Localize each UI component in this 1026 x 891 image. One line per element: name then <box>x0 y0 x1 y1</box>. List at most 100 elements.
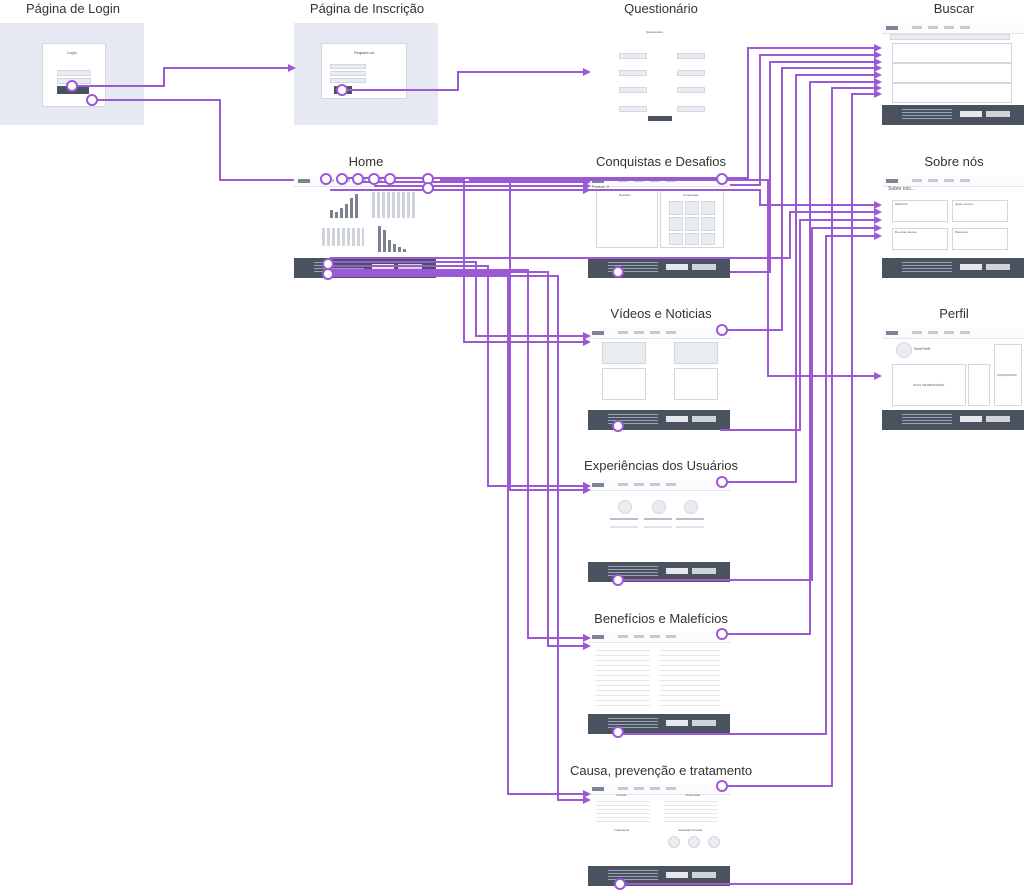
navbar <box>588 632 730 643</box>
screen-benefits[interactable] <box>588 632 730 734</box>
link-home-benefits <box>330 269 585 639</box>
title-causes: Causa, prevenção e tratamento <box>569 763 753 778</box>
title-profile: Perfil <box>939 306 969 321</box>
link-origin-dot <box>614 878 626 890</box>
about-box: De onde viemos <box>892 228 948 250</box>
questionnaire-submit-button[interactable] <box>648 116 672 121</box>
link-origin-dot <box>336 173 348 185</box>
home-chart-1 <box>326 194 362 218</box>
link-origin-dot <box>612 420 624 432</box>
profile-name: SeuPerfil <box>914 346 931 351</box>
screen-about[interactable]: Sobre nós... Objetivos Quem somos De ond… <box>882 176 1024 278</box>
question-select[interactable] <box>677 53 705 59</box>
prevention-heading: Prevenção <box>686 793 701 797</box>
link-origin-dot <box>422 182 434 194</box>
login-heading: Login <box>67 50 77 55</box>
conquests-heading: Conquistas <box>683 193 699 197</box>
title-benefits: Benefícios e Malefícios <box>594 611 728 626</box>
signup-field[interactable] <box>330 78 366 83</box>
search-result[interactable] <box>892 63 1012 83</box>
harms-list <box>596 646 650 708</box>
title-achievements: Conquistas e Desafios <box>595 154 727 169</box>
news-card[interactable] <box>602 368 646 400</box>
signup-field[interactable] <box>330 71 366 76</box>
navbar <box>588 784 730 795</box>
title-experiences: Experiências dos Usuários <box>584 458 738 473</box>
questionnaire-heading: Questionário <box>646 30 664 34</box>
question-select[interactable] <box>619 106 647 112</box>
profile-conquests-box: CONQUISTAS <box>994 344 1022 406</box>
about-box: Parceiros <box>952 228 1008 250</box>
link-origin-dot <box>336 84 348 96</box>
screen-search[interactable] <box>882 23 1024 125</box>
title-signup: Página de Inscrição <box>309 1 425 16</box>
link-home-search <box>428 47 876 179</box>
question-select[interactable] <box>677 70 705 76</box>
video-thumbnail[interactable] <box>674 342 718 364</box>
video-thumbnail[interactable] <box>602 342 646 364</box>
link-home-experiences <box>330 265 585 487</box>
news-card[interactable] <box>674 368 718 400</box>
link-origin-dot <box>66 80 78 92</box>
screen-videos[interactable] <box>588 328 730 430</box>
search-result[interactable] <box>892 83 1012 103</box>
signup-field[interactable] <box>330 64 366 69</box>
points-heading: Pontos: X <box>592 184 610 189</box>
link-home-profile <box>342 177 876 377</box>
link-origin-dot <box>716 173 728 185</box>
search-input[interactable] <box>890 34 1010 40</box>
about-box: Objetivos <box>892 200 948 222</box>
question-select[interactable] <box>619 70 647 76</box>
title-login: Página de Login <box>26 1 120 16</box>
user-avatar <box>618 500 632 514</box>
link-origin-dot <box>716 476 728 488</box>
title-about: Sobre nós <box>924 154 984 169</box>
question-select[interactable] <box>677 87 705 93</box>
link-home-causes <box>330 273 585 795</box>
challenges-panel: Desafios <box>596 190 658 248</box>
search-result[interactable] <box>892 43 1012 63</box>
question-select[interactable] <box>619 87 647 93</box>
benefits-list <box>660 646 720 708</box>
screen-signup[interactable]: Registre-se <box>294 23 438 125</box>
title-questionnaire: Questionário <box>624 1 698 16</box>
login-user-field[interactable] <box>57 70 91 76</box>
home-calendar-2 <box>322 228 364 246</box>
user-avatar <box>684 500 698 514</box>
navbar <box>882 23 1024 34</box>
link-origin-dot <box>716 324 728 336</box>
about-box: Quem somos <box>952 200 1008 222</box>
screen-questionnaire[interactable]: Questionário <box>591 23 731 125</box>
question-select[interactable] <box>677 106 705 112</box>
home-chart-2 <box>374 224 414 252</box>
home-calendar <box>372 192 416 218</box>
arrowhead <box>288 64 296 72</box>
link-home-about <box>330 189 876 206</box>
screen-experiences[interactable] <box>588 480 730 582</box>
navbar <box>588 328 730 339</box>
arrowhead <box>874 44 882 52</box>
footer <box>882 105 1024 125</box>
link-origin-dot <box>612 726 624 738</box>
link-origin-dot <box>368 173 380 185</box>
causes-heading: Causas <box>616 793 627 797</box>
link-origin-dot <box>716 780 728 792</box>
conquests-panel: Conquistas <box>660 190 724 248</box>
question-select[interactable] <box>619 53 647 59</box>
link-origin-dot <box>716 628 728 640</box>
title-videos: Vídeos e Noticias <box>610 306 712 321</box>
link-origin-dot <box>320 173 332 185</box>
physical-heading: Atividades Físicas <box>678 828 703 832</box>
about-heading: Sobre nós... <box>888 186 915 192</box>
profile-misc-box <box>968 364 990 406</box>
arrowhead <box>583 68 591 76</box>
navbar <box>882 176 1024 187</box>
screen-login[interactable]: Login <box>0 23 144 125</box>
link-home-videos <box>330 261 585 337</box>
screen-profile[interactable]: SeuPerfil SUAS INFORMAÇÕES CONQUISTAS <box>882 328 1024 430</box>
link-origin-dot <box>612 574 624 586</box>
navbar <box>882 328 1024 339</box>
link-origin-dot <box>322 268 334 280</box>
link-login-signup <box>72 67 290 87</box>
